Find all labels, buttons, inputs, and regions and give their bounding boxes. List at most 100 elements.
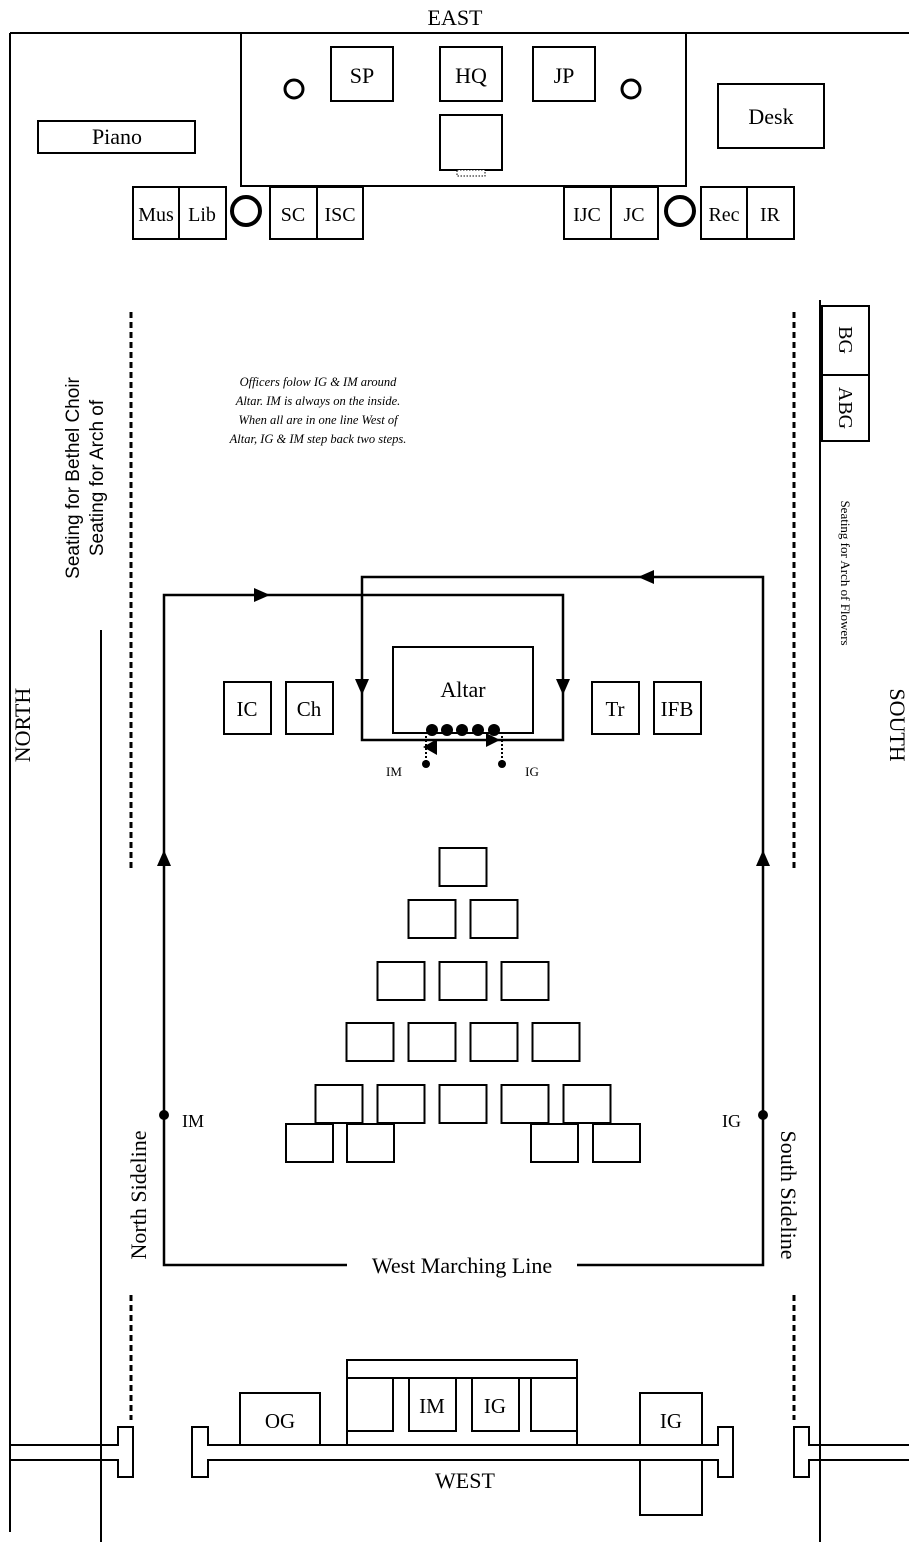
isc-station [316, 186, 364, 240]
west-seat-left [346, 1377, 394, 1432]
seat [285, 1123, 334, 1163]
altar [392, 646, 534, 734]
seat [530, 1123, 579, 1163]
west-wall-center-segment [191, 1426, 734, 1478]
officer-line-dots [426, 724, 500, 736]
ir-station [746, 186, 795, 240]
seat [562, 1084, 612, 1124]
ig-door-label: IG [660, 1409, 682, 1433]
arrow-north-up [157, 850, 171, 866]
officer-dot [488, 724, 500, 736]
hq-station [439, 46, 503, 102]
officer-dot [472, 724, 484, 736]
mus-label: Mus [138, 204, 174, 226]
light-circle-right [620, 78, 642, 100]
ifb-station [653, 681, 702, 735]
marching-path [157, 570, 770, 1267]
seat [346, 1123, 395, 1163]
jc-label: JC [623, 204, 644, 226]
desk [717, 83, 825, 149]
seat [469, 1022, 519, 1062]
west-wall-right-segment [793, 1426, 909, 1478]
ic-label: IC [237, 697, 258, 721]
tr-label: Tr [605, 697, 624, 721]
ch-station [285, 681, 334, 735]
ijc-label: IJC [573, 204, 601, 226]
piano [37, 120, 196, 154]
march-outer-north-route [162, 575, 765, 1267]
west-label: WEST [435, 1468, 495, 1493]
im-sideline-label: IM [182, 1111, 204, 1131]
arrow-altar-right [486, 733, 500, 747]
im-west-station [408, 1377, 457, 1432]
arrow-top-west [638, 570, 654, 584]
rec-label: Rec [708, 204, 739, 226]
seat [438, 847, 488, 887]
lib-station [178, 186, 227, 240]
west-line-label: West Marching Line [372, 1253, 552, 1278]
sp-station [330, 46, 394, 102]
officer-dot [456, 724, 468, 736]
seating-arch-north: Seating for Arch of [87, 399, 108, 556]
abg-station [821, 374, 870, 442]
seat [376, 1084, 426, 1124]
im-sideline-dot [159, 1110, 169, 1120]
jp-label: JP [554, 63, 575, 88]
sp-label: SP [350, 63, 374, 88]
seating-bethel-choir: Seating for Bethel Choir [63, 376, 84, 578]
rec-station [700, 186, 748, 240]
seat [592, 1123, 641, 1163]
seat [500, 961, 550, 1001]
tr-station [591, 681, 640, 735]
mus-station [132, 186, 180, 240]
desk-label: Desk [748, 104, 793, 129]
seat [314, 1084, 364, 1124]
bg-station [821, 305, 870, 376]
arrow-inner-left-down [355, 679, 369, 695]
ig-marker-label: IG [525, 764, 539, 779]
arrow-altar-left [423, 739, 437, 755]
south-label: SOUTH [885, 688, 909, 761]
im-marker-label: IM [386, 764, 402, 779]
bible-stand [439, 114, 503, 171]
ig-west-label: IG [484, 1394, 506, 1418]
bg-label: BG [834, 326, 856, 354]
altar-label: Altar [440, 677, 486, 702]
og-label: OG [265, 1409, 295, 1433]
west-wall-left-segment [10, 1426, 134, 1478]
ig-marker-dot [498, 760, 506, 768]
jc-station [610, 186, 659, 240]
sc-label: SC [281, 204, 305, 226]
abg-label: ABG [834, 387, 856, 429]
jp-station [532, 46, 596, 102]
ir-label: IR [760, 204, 781, 226]
west-door [639, 1459, 703, 1516]
ig-sideline-label: IG [722, 1111, 741, 1131]
isc-label: ISC [324, 204, 355, 226]
ig-west-station [471, 1377, 520, 1432]
seat [376, 961, 426, 1001]
seat [469, 899, 519, 939]
instruction-line-1: Officers folow IG & IM around [240, 375, 398, 389]
north-label: NORTH [10, 688, 35, 763]
west-seat-right [530, 1377, 578, 1432]
seat [407, 899, 457, 939]
seating-pyramid [285, 847, 641, 1163]
bible-stand-step [456, 169, 486, 177]
piano-label: Piano [92, 124, 142, 149]
instructions-text: Officers folow IG & IM around Altar. IM … [229, 375, 407, 446]
east-label: EAST [428, 5, 484, 30]
im-marker-dot [422, 760, 430, 768]
im-west-label: IM [419, 1394, 445, 1418]
west-line-label-bg [347, 1252, 577, 1278]
instruction-line-4: Altar, IG & IM step back two steps. [229, 432, 407, 446]
seat [407, 1022, 457, 1062]
sc-station [269, 186, 318, 240]
seat [345, 1022, 395, 1062]
arrow-south-up [756, 850, 770, 866]
light-circle-left [283, 78, 305, 100]
hq-label: HQ [455, 63, 487, 88]
seat [438, 1084, 488, 1124]
seat [438, 961, 488, 1001]
